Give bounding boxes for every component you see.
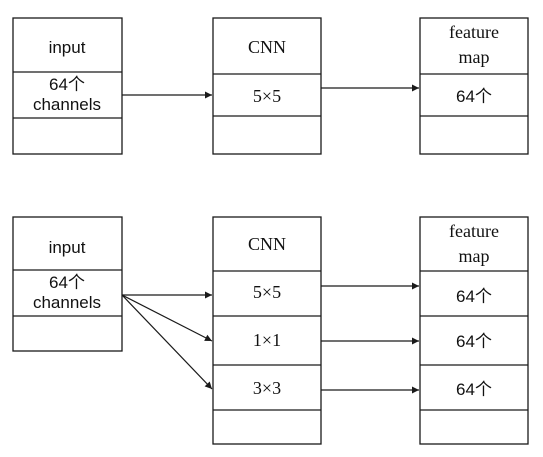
- bottom-arrow-input-to-1x1: [121, 294, 213, 342]
- top-input-count: 64个: [49, 75, 85, 94]
- bottom-cnn-kernel-3x3: 3×3: [253, 378, 281, 398]
- bottom-feature-count-3: 64个: [456, 380, 492, 399]
- bottom-input-count: 64个: [49, 273, 85, 292]
- bottom-input-channels: channels: [33, 293, 101, 312]
- top-feature-title-2: map: [459, 47, 490, 67]
- top-cnn-kernel-5x5: 5×5: [253, 86, 281, 106]
- bottom-cnn-kernel-1x1: 1×1: [253, 330, 281, 350]
- top-input-title: input: [49, 38, 86, 57]
- bottom-input-title: input: [49, 238, 86, 257]
- bottom-cnn-kernel-5x5: 5×5: [253, 282, 281, 302]
- top-feature-count: 64个: [456, 87, 492, 106]
- bottom-feature-title-2: map: [459, 246, 490, 266]
- bottom-arrow-input-to-3x3: [121, 294, 213, 390]
- bottom-cnn-title: CNN: [248, 234, 286, 254]
- top-diagram: input 64个 channels CNN 5×5 feature map 6…: [12, 17, 529, 155]
- bottom-input-box: input 64个 channels: [12, 216, 123, 352]
- top-input-box: input 64个 channels: [12, 17, 123, 155]
- top-cnn-title: CNN: [248, 37, 286, 57]
- top-feature-title-1: feature: [449, 22, 499, 42]
- bottom-cnn-box: CNN 5×5 1×1 3×3: [212, 216, 322, 445]
- top-cnn-box: CNN 5×5: [212, 17, 322, 155]
- bottom-feature-count-2: 64个: [456, 332, 492, 351]
- bottom-feature-title-1: feature: [449, 221, 499, 241]
- bottom-feature-box: feature map 64个 64个 64个: [419, 216, 529, 445]
- top-input-channels: channels: [33, 95, 101, 114]
- bottom-feature-count-1: 64个: [456, 287, 492, 306]
- top-feature-box: feature map 64个: [419, 17, 529, 155]
- bottom-diagram: input 64个 channels CNN 5×5 1×1 3×3 featu…: [12, 216, 529, 445]
